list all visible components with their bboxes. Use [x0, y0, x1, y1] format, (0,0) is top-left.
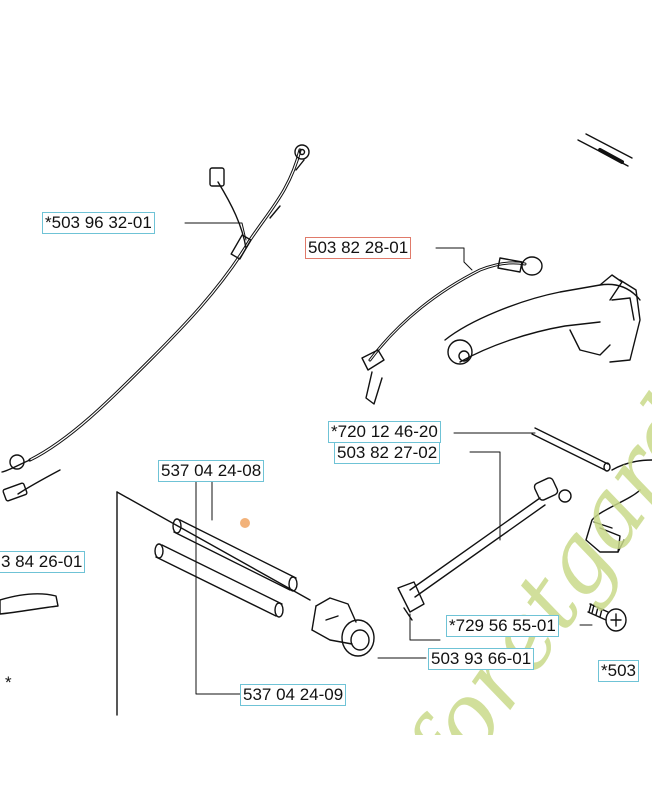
top-rod: [577, 133, 633, 167]
label-star: *: [5, 673, 12, 692]
throttle-lever: [444, 274, 641, 365]
label-503-96-32-01: *503 96 32-01: [42, 212, 155, 234]
label-503-partial: *503: [598, 660, 639, 682]
label-537-04-24-08: 537 04 24-08: [158, 460, 265, 482]
label-503-82-27-02: 503 82 27-02: [334, 442, 441, 464]
label-3-84-26-01: 3 84 26-01: [0, 551, 86, 573]
right-bracket: [585, 459, 652, 553]
connector: [311, 597, 375, 657]
throttle-cable: [361, 256, 543, 405]
wiring-harness: [1, 144, 310, 502]
left-partial-part: [0, 593, 59, 615]
pin: [531, 427, 611, 472]
label-720-12-46-20: *720 12 46-20: [328, 421, 441, 443]
link-rod: [397, 477, 572, 621]
label-537-04-24-09: 537 04 24-09: [240, 684, 347, 706]
screw: [587, 603, 627, 632]
label-503-93-66-01: 503 93 66-01: [428, 648, 535, 670]
tubes: [154, 518, 298, 618]
leader-lines: [184, 222, 593, 695]
label-503-82-28-01: 503 82 28-01: [305, 237, 412, 259]
label-729-56-55-01: *729 56 55-01: [446, 615, 559, 637]
